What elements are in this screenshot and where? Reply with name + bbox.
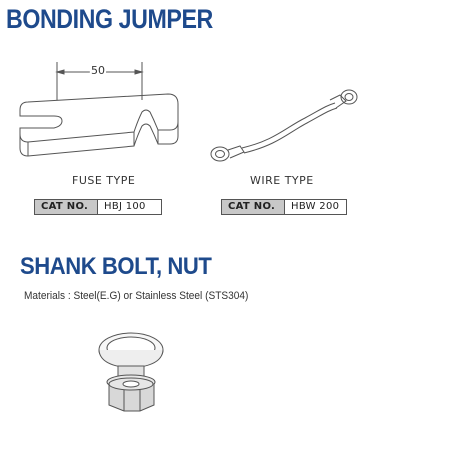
wire-type-drawing: [210, 89, 358, 162]
bonding-jumper-title: BONDING JUMPER: [6, 4, 213, 34]
dimension-label: 50: [91, 64, 105, 77]
fuse-type-caption: FUSE TYPE: [72, 174, 136, 187]
shank-bolt-drawing: [98, 332, 164, 412]
fuse-cat-no-box: CAT NO. HBJ 100: [34, 199, 162, 215]
fuse-cat-value: HBJ 100: [104, 201, 146, 212]
fuse-type-drawing: [19, 62, 179, 157]
wire-cat-label: CAT NO.: [222, 200, 285, 214]
materials-text: Materials : Steel(E.G) or Stainless Stee…: [24, 290, 249, 302]
wire-cat-no-box: CAT NO. HBW 200: [221, 199, 347, 215]
wire-type-caption: WIRE TYPE: [250, 174, 314, 187]
shank-bolt-title: SHANK BOLT, NUT: [20, 253, 212, 280]
fuse-cat-label: CAT NO.: [35, 200, 98, 214]
wire-cat-value: HBW 200: [291, 201, 340, 212]
